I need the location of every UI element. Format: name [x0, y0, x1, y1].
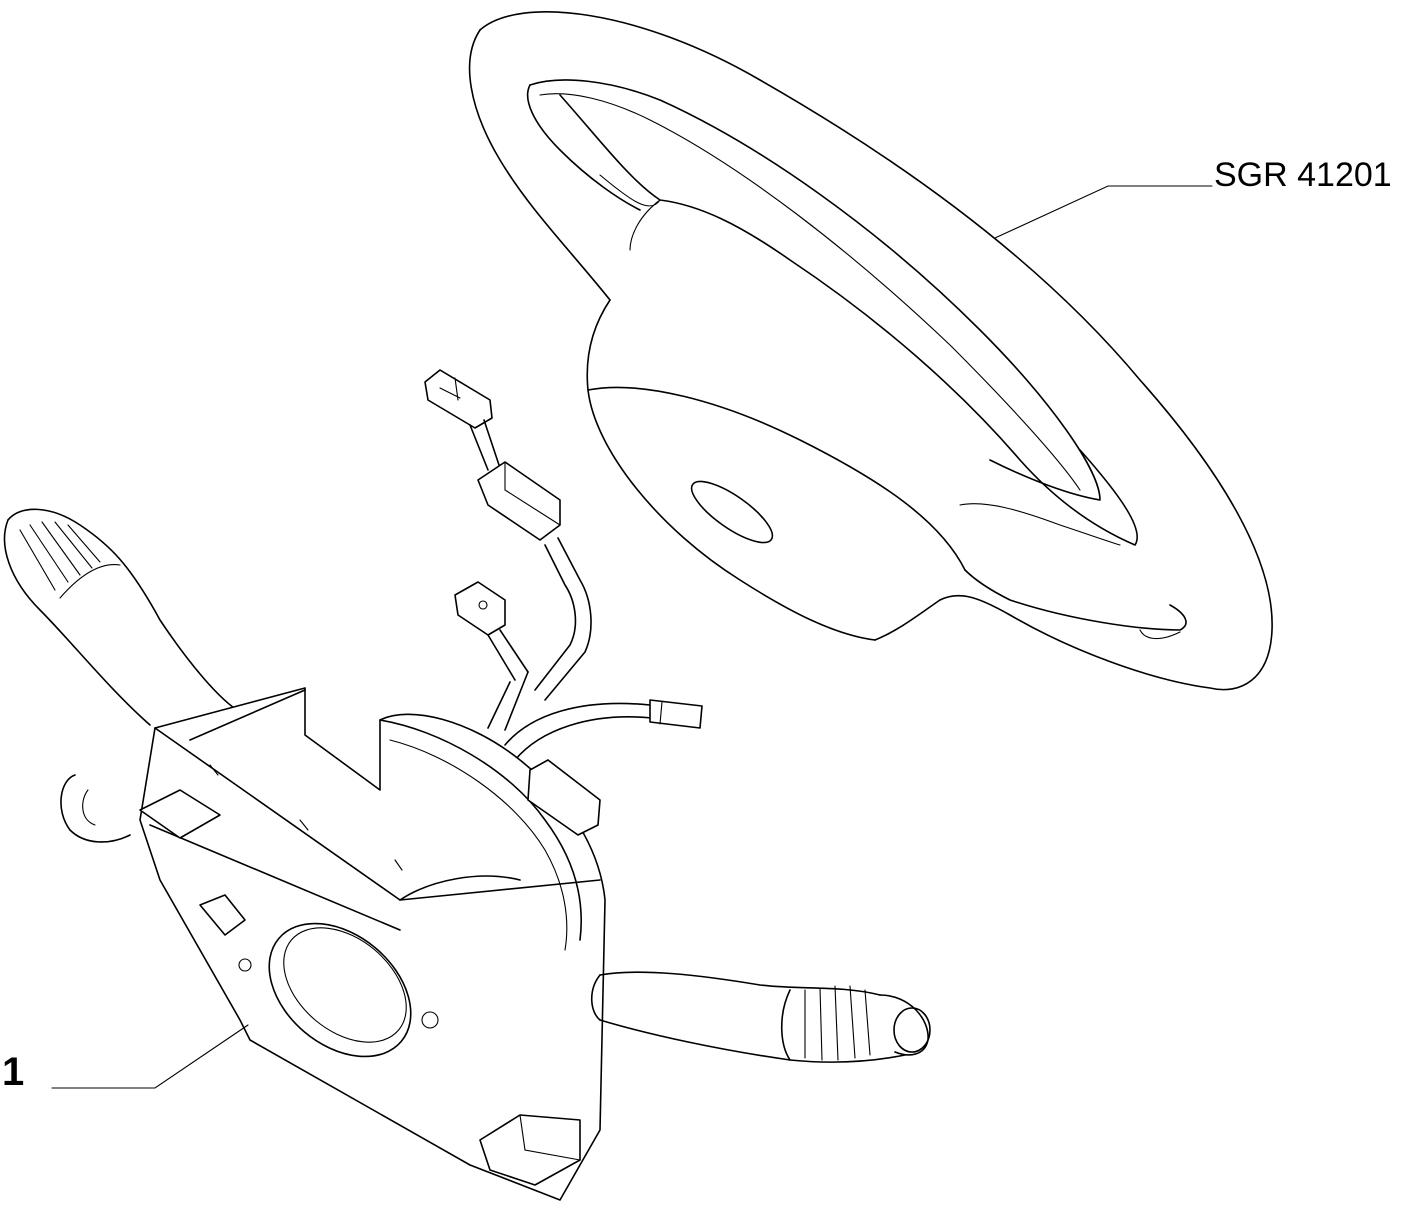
steering-column-switch-unit	[3, 508, 931, 1201]
callout-steering-wheel-label: SGR 41201	[1214, 156, 1392, 194]
callout-switch-unit-label: 1	[2, 1050, 25, 1094]
wiring-harness	[424, 369, 703, 761]
steering-wheel	[468, 11, 1273, 691]
